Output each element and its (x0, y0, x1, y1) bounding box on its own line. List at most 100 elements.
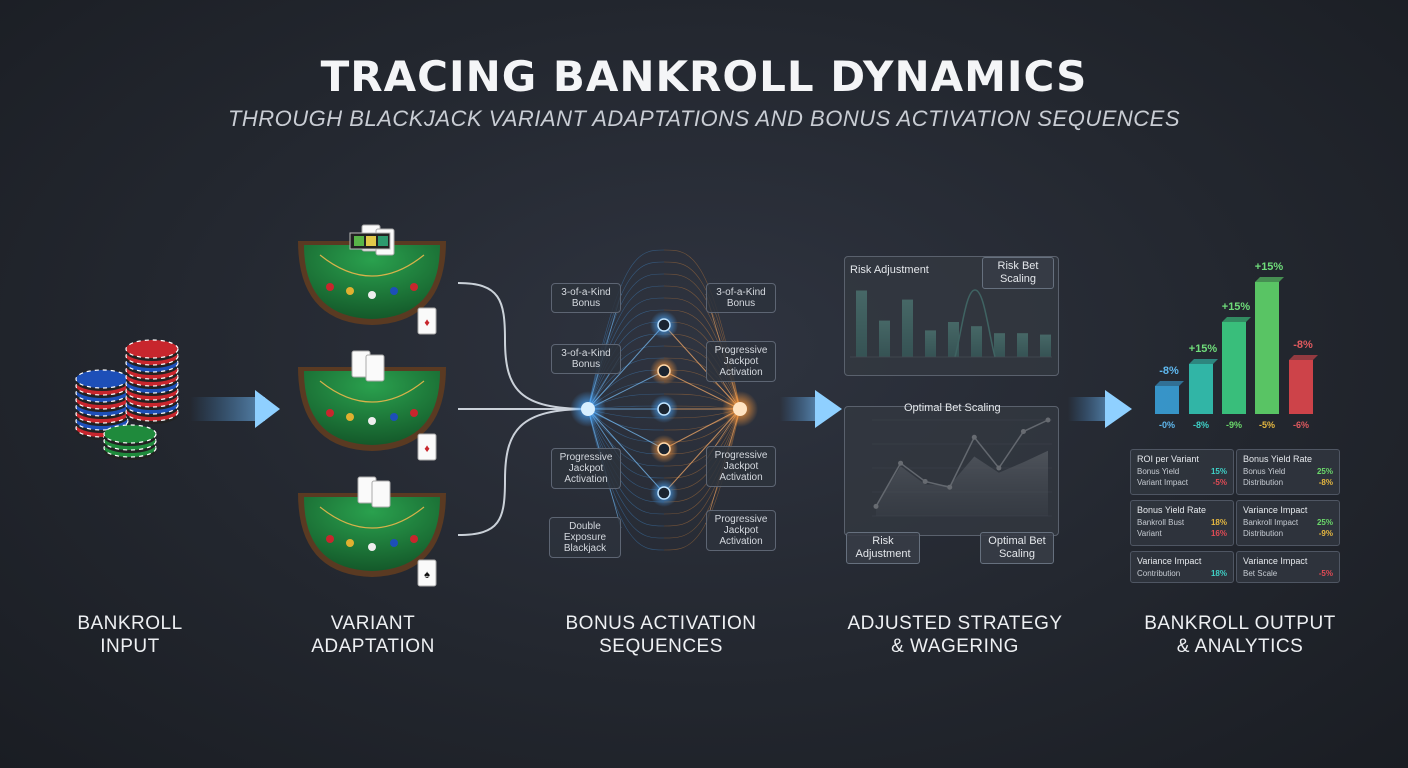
arrow-icon (190, 390, 280, 428)
bonus-node-right-1[interactable]: 3-of-a-Kind Bonus (706, 283, 776, 313)
analytics-row: Variant Impact -5% (1137, 478, 1227, 487)
stage-label-bankroll-output: BANKROLL OUTPUT & ANALYTICS (1144, 613, 1336, 657)
stage-label-bankroll-input: BANKROLL INPUT (77, 613, 183, 657)
output-bar-value: -8% (1159, 365, 1179, 377)
analytics-row-label: Distribution (1243, 478, 1284, 487)
analytics-row-value: 18% (1210, 518, 1227, 527)
analytics-row-value: 16% (1210, 529, 1227, 538)
chip (75, 369, 129, 389)
network-node (657, 364, 671, 378)
analytics-row: Distribution -9% (1243, 529, 1333, 538)
chip-icon (368, 417, 376, 425)
stage-label-adjusted-strategy: ADJUSTED STRATEGY & WAGERING (847, 613, 1063, 657)
output-bar (1155, 386, 1179, 414)
analytics-row-label: Variant Impact (1137, 478, 1188, 487)
chip (103, 424, 157, 444)
output-bar-category: -9% (1226, 420, 1242, 430)
chip-icon (410, 283, 418, 291)
table-felt (304, 497, 440, 571)
analytics-row: Distribution -8% (1243, 478, 1333, 487)
chip-icon (326, 535, 334, 543)
risk-adjustment-tag[interactable]: Risk Adjustment (846, 532, 920, 564)
page-title: TRACING BANKROLL DYNAMICS (320, 52, 1088, 101)
analytics-box-title: ROI per Variant (1137, 454, 1199, 464)
analytics-row-value: -9% (1318, 529, 1333, 538)
analytics-row-label: Bankroll Impact (1243, 518, 1299, 527)
chip-icon (390, 413, 398, 421)
chip (125, 339, 179, 359)
output-bar (1222, 322, 1246, 414)
chip-icon (346, 413, 354, 421)
output-bar-category: -8% (1193, 420, 1209, 430)
bonus-node-left-1[interactable]: 3-of-a-Kind Bonus (551, 283, 621, 313)
analytics-row-value: -5% (1212, 478, 1227, 487)
analytics-box-title: Variance Impact (1243, 505, 1308, 515)
bonus-node-left-2[interactable]: 3-of-a-Kind Bonus (551, 344, 621, 374)
arrow-icon (1068, 390, 1132, 428)
network-node (657, 402, 671, 416)
output-bar (1189, 364, 1213, 414)
table-felt (304, 371, 440, 445)
analytics-row-value: 18% (1210, 569, 1227, 578)
chip-icon (326, 409, 334, 417)
analytics-row-label: Variant (1137, 529, 1162, 538)
bonus-node-left-4[interactable]: Double Exposure Blackjack (549, 517, 621, 558)
stage-label-variant-adaptation: VARIANT ADAPTATION (311, 613, 435, 657)
stage-label-bonus-sequences: BONUS ACTIVATION SEQUENCES (565, 613, 757, 657)
playing-card-icon (365, 354, 385, 382)
optimal-bet-scaling-tag[interactable]: Optimal Bet Scaling (980, 532, 1054, 564)
analytics-row-label: Bankroll Bust (1137, 518, 1185, 527)
analytics-row-value: -8% (1318, 478, 1333, 487)
output-bar-chart: -8%-0%+15%-8%+15%-9%+15%-5%-8%-6% (1155, 261, 1318, 430)
chip-icon (410, 535, 418, 543)
analytics-box-title: Bonus Yield Rate (1243, 454, 1313, 464)
bonus-node-right-3[interactable]: Progressive Jackpot Activation (706, 446, 776, 487)
poker-chips-icon (75, 339, 179, 460)
bonus-node-right-4[interactable]: Progressive Jackpot Activation (706, 510, 776, 551)
arrow-icon (780, 390, 842, 428)
analytics-box-title: Variance Impact (1137, 556, 1202, 566)
optimal-bet-panel (844, 406, 1059, 536)
svg-text:♠: ♠ (424, 569, 430, 581)
analytics-row-value: 15% (1210, 467, 1227, 476)
optimal-bet-title: Optimal Bet Scaling (904, 402, 1001, 414)
bonus-node-left-3[interactable]: Progressive Jackpot Activation (551, 448, 621, 489)
analytics-row: Bet Scale-5% (1243, 569, 1333, 578)
chip-icon (368, 543, 376, 551)
svg-text:♦: ♦ (424, 443, 430, 455)
playing-card-icon (417, 307, 437, 335)
connector-lines (457, 282, 589, 536)
network-hub-left (581, 402, 595, 416)
playing-card-icon (417, 433, 437, 461)
chip-icon (410, 409, 418, 417)
svg-text:♦: ♦ (424, 317, 430, 329)
analytics-row-value: 25% (1316, 518, 1333, 527)
chip-icon (368, 291, 376, 299)
analytics-row: Bankroll Impact 25% (1243, 518, 1333, 527)
blackjack-tables: ♦ ♦ ♠ (298, 224, 446, 587)
risk-bet-scaling-tag[interactable]: Risk Bet Scaling (982, 257, 1054, 289)
output-bar (1255, 282, 1279, 414)
analytics-row-label: Distribution (1243, 529, 1284, 538)
network-node (657, 486, 671, 500)
bonus-node-right-2[interactable]: Progressive Jackpot Activation (706, 341, 776, 382)
output-bar-value: +15% (1255, 261, 1284, 273)
analytics-row-value: -5% (1318, 569, 1333, 578)
output-bar-category: -6% (1293, 420, 1309, 430)
page-subtitle: THROUGH BLACKJACK VARIANT ADAPTATIONS AN… (227, 106, 1181, 131)
table-felt (304, 245, 440, 319)
playing-card-icon (371, 480, 391, 508)
analytics-row: Bankroll Bust 18% (1137, 518, 1227, 527)
bonus-network (570, 249, 758, 551)
output-bar (1289, 360, 1313, 414)
output-bar-value: -8% (1293, 339, 1313, 351)
analytics-row: Variant 16% (1137, 529, 1227, 538)
